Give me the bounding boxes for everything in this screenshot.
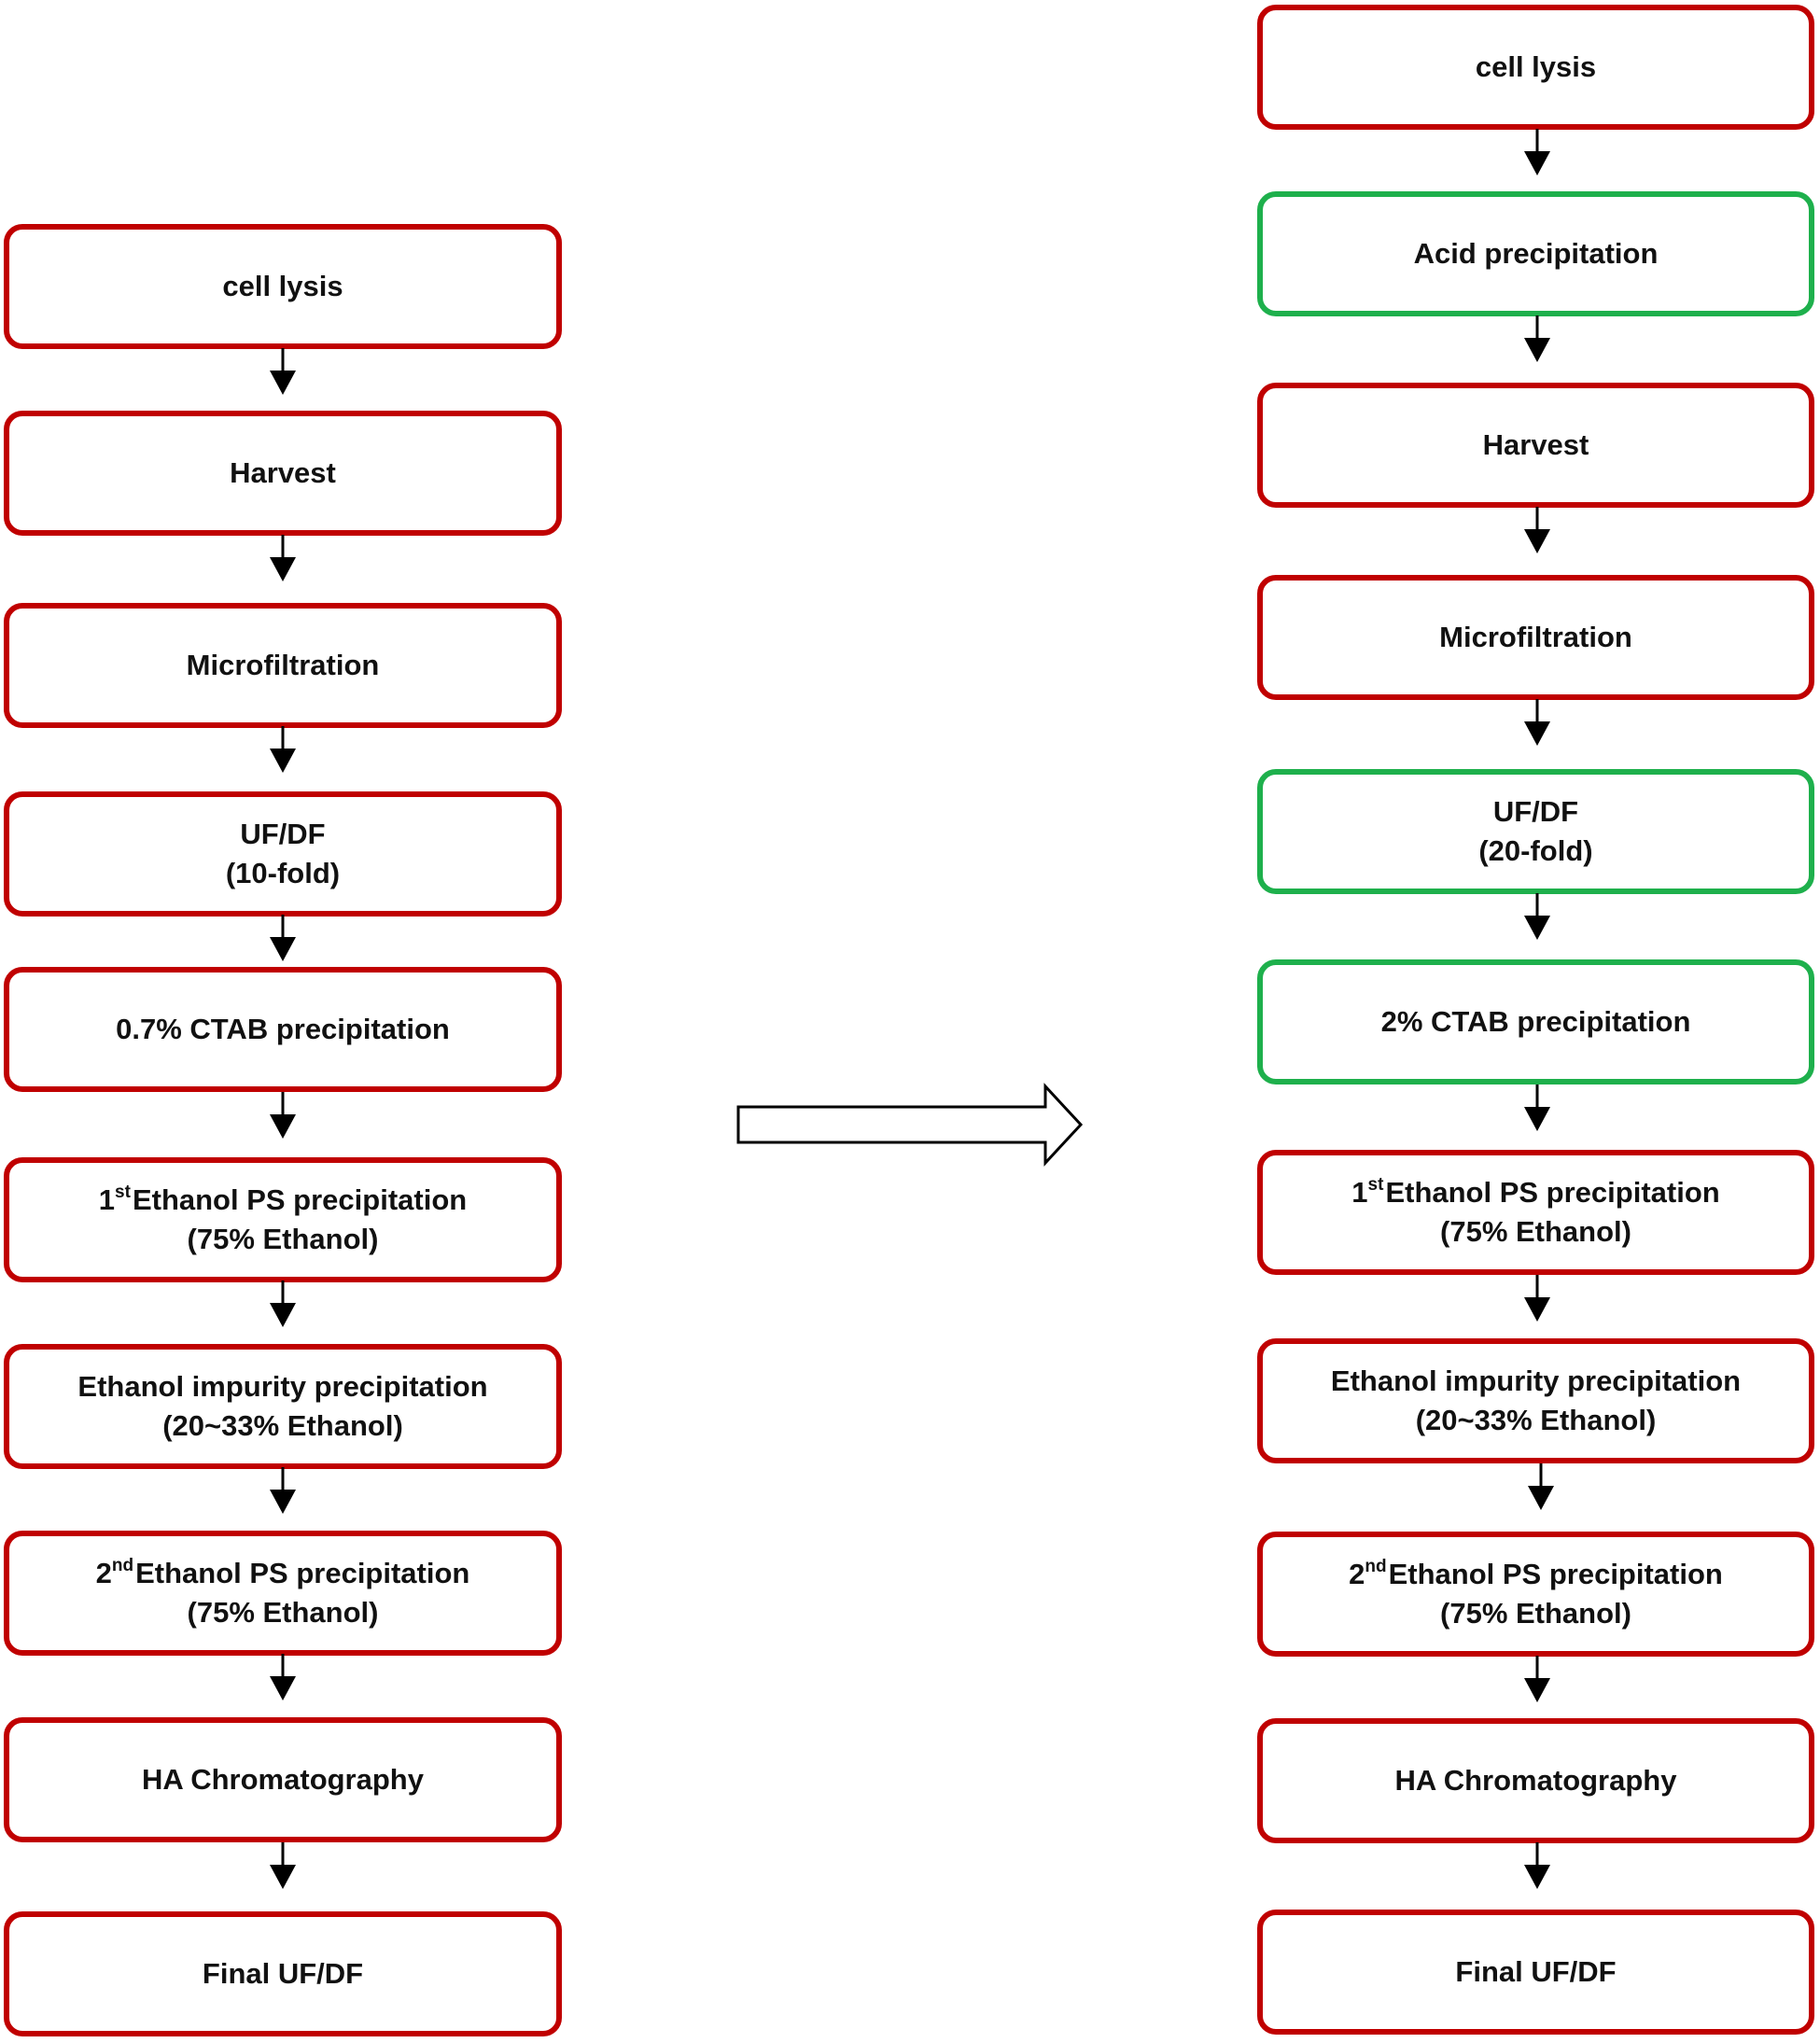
right-step-ctab-precipitation: 2% CTAB precipitation (1257, 959, 1814, 1084)
step-label: cell lysis (222, 270, 343, 302)
step-label: Ethanol PS precipitation (1388, 1558, 1723, 1590)
step-label: Acid precipitation (1413, 237, 1659, 270)
step-label: 0.7% CTAB precipitation (116, 1013, 450, 1045)
left-step-final-uf-df: Final UF/DF (4, 1911, 562, 2036)
down-arrow-icon (1527, 1463, 1555, 1512)
left-step-2nd-ethanol-ps-precipitation: 2ndEthanol PS precipitation (75% Ethanol… (4, 1531, 562, 1656)
down-arrow-icon (1523, 1656, 1551, 1704)
down-arrow-icon (1523, 507, 1551, 555)
step-label: UF/DF (1492, 795, 1579, 828)
ordinal-suffix: st (1367, 1174, 1384, 1195)
step-sublabel: (75% Ethanol) (187, 1596, 379, 1629)
step-sublabel: (75% Ethanol) (1440, 1215, 1631, 1248)
step-label: Ethanol impurity precipitation (1330, 1364, 1742, 1397)
down-arrow-icon (1523, 1084, 1551, 1133)
down-arrow-icon (269, 1467, 297, 1516)
right-step-uf-df: UF/DF (20-fold) (1257, 769, 1814, 894)
right-step-1st-ethanol-ps-precipitation: 1stEthanol PS precipitation (75% Ethanol… (1257, 1150, 1814, 1275)
left-step-cell-lysis: cell lysis (4, 224, 562, 349)
right-step-ethanol-impurity-precipitation: Ethanol impurity precipitation (20~33% E… (1257, 1338, 1814, 1463)
right-step-final-uf-df: Final UF/DF (1257, 1910, 1814, 2035)
step-label: cell lysis (1475, 50, 1597, 83)
left-step-ha-chromatography: HA Chromatography (4, 1717, 562, 1842)
left-step-ethanol-impurity-precipitation: Ethanol impurity precipitation (20~33% E… (4, 1344, 562, 1469)
down-arrow-icon (269, 348, 297, 397)
step-label: 2% CTAB precipitation (1380, 1005, 1691, 1038)
ordinal-suffix: nd (1365, 1556, 1387, 1576)
ordinal-number: 2 (95, 1557, 112, 1589)
down-arrow-icon (1523, 1842, 1551, 1891)
right-step-microfiltration: Microfiltration (1257, 575, 1814, 700)
ordinal-suffix: nd (111, 1555, 134, 1575)
down-arrow-icon (269, 1092, 297, 1140)
step-label: Microfiltration (186, 649, 380, 681)
transition-arrow-icon (735, 1083, 1085, 1167)
down-arrow-icon (269, 726, 297, 775)
right-step-harvest: Harvest (1257, 383, 1814, 508)
step-label: Final UF/DF (1455, 1955, 1617, 1988)
step-sublabel: (10-fold) (225, 857, 341, 889)
right-step-2nd-ethanol-ps-precipitation: 2ndEthanol PS precipitation (75% Ethanol… (1257, 1532, 1814, 1657)
step-label: Final UF/DF (202, 1957, 364, 1990)
step-sublabel: (75% Ethanol) (187, 1223, 379, 1255)
right-step-acid-precipitation: Acid precipitation (1257, 191, 1814, 316)
step-sublabel: (20-fold) (1478, 834, 1593, 867)
ordinal-number: 1 (98, 1183, 116, 1216)
left-step-uf-df: UF/DF (10-fold) (4, 791, 562, 917)
step-label: UF/DF (240, 818, 326, 850)
step-sublabel: (75% Ethanol) (1440, 1597, 1631, 1630)
step-label: Ethanol PS precipitation (1385, 1176, 1720, 1209)
step-sublabel: (20~33% Ethanol) (1415, 1404, 1657, 1436)
down-arrow-icon (1523, 315, 1551, 364)
left-step-1st-ethanol-ps-precipitation: 1stEthanol PS precipitation (75% Ethanol… (4, 1157, 562, 1282)
step-label: Harvest (230, 456, 336, 489)
ordinal-number: 2 (1349, 1558, 1365, 1590)
step-sublabel: (20~33% Ethanol) (162, 1409, 403, 1442)
step-label: HA Chromatography (142, 1763, 424, 1796)
step-label: Harvest (1482, 428, 1589, 461)
step-label: Ethanol impurity precipitation (77, 1370, 488, 1403)
down-arrow-icon (269, 1280, 297, 1329)
down-arrow-icon (1523, 893, 1551, 942)
step-label: Ethanol PS precipitation (135, 1557, 470, 1589)
down-arrow-icon (1523, 129, 1551, 177)
down-arrow-icon (1523, 1275, 1551, 1323)
left-step-harvest: Harvest (4, 411, 562, 536)
step-label: HA Chromatography (1394, 1764, 1677, 1797)
left-step-ctab-precipitation: 0.7% CTAB precipitation (4, 967, 562, 1092)
down-arrow-icon (1523, 699, 1551, 748)
down-arrow-icon (269, 1842, 297, 1891)
ordinal-number: 1 (1351, 1176, 1368, 1209)
down-arrow-icon (269, 1654, 297, 1702)
left-step-microfiltration: Microfiltration (4, 603, 562, 728)
step-label: Microfiltration (1439, 621, 1632, 653)
step-label: Ethanol PS precipitation (132, 1183, 468, 1216)
down-arrow-icon (269, 915, 297, 963)
down-arrow-icon (269, 535, 297, 583)
right-step-ha-chromatography: HA Chromatography (1257, 1718, 1814, 1843)
ordinal-suffix: st (115, 1182, 131, 1202)
right-step-cell-lysis: cell lysis (1257, 5, 1814, 130)
